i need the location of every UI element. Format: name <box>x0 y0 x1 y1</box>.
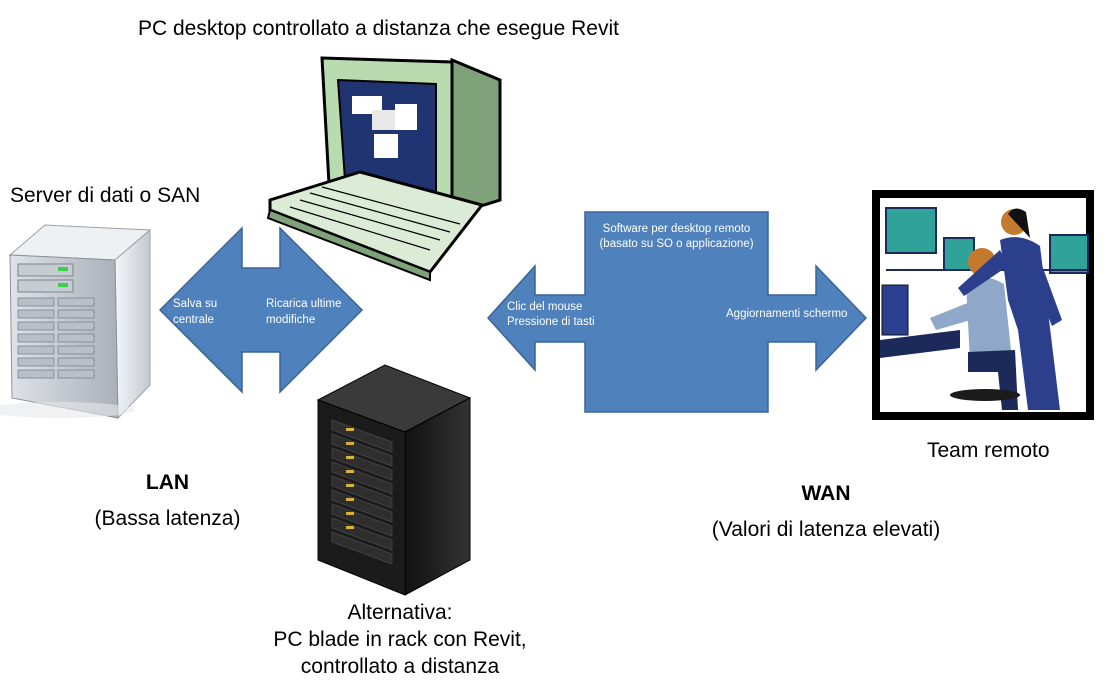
lan-save-label-line1: Salva su <box>173 298 218 310</box>
wan-header-line2: (basato su SO o applicazione) <box>599 238 754 250</box>
tower-server-icon <box>0 224 152 420</box>
wan-header-line1: Software per desktop remoto <box>602 223 751 235</box>
server-label: Server di dati o SAN <box>10 184 201 207</box>
lan-double-arrow <box>158 226 364 394</box>
blade-label-line3: controllato a distanza <box>300 655 500 678</box>
blade-label-line1: Alternativa: <box>347 601 453 624</box>
wan-input-label-line1: Clic del mouse <box>507 301 583 313</box>
wan-screen-update-label: Aggiornamenti schermo <box>726 308 848 320</box>
remote-team-label: Team remoto <box>927 439 1050 462</box>
lan-reload-label-line1: Ricarica ultime <box>266 298 342 310</box>
remote-team-clipart-icon <box>872 190 1094 420</box>
wan-input-label-line2: Pressione di tasti <box>507 316 595 328</box>
wan-double-arrow <box>486 211 868 413</box>
wan-subtitle: (Valori di latenza elevati) <box>711 518 941 541</box>
blade-label-line2: PC blade in rack con Revit, <box>273 628 527 651</box>
lan-subtitle: (Bassa latenza) <box>94 507 241 530</box>
lan-reload-label-line2: modifiche <box>266 314 316 326</box>
lan-save-label-line2: centrale <box>173 314 214 326</box>
desktop-pc-title: PC desktop controllato a distanza che es… <box>138 17 619 40</box>
blade-rack-icon <box>316 364 472 596</box>
desktop-pc-icon <box>266 56 502 282</box>
lan-title: LAN <box>145 471 190 494</box>
wan-title: WAN <box>801 482 851 505</box>
